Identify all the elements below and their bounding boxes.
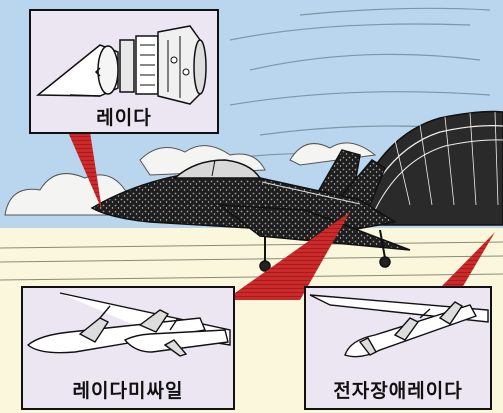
pointer-ecm xyxy=(440,232,495,288)
fighter-jet xyxy=(90,149,411,272)
pointer-missile xyxy=(225,212,350,300)
missile-drawing xyxy=(26,292,231,357)
pointer-radar xyxy=(68,132,102,210)
radar-nose-drawing xyxy=(35,25,207,105)
label-radar: 레이다 xyxy=(96,107,152,129)
label-radar-missile: 레이다미싸일 xyxy=(72,380,184,402)
ecm-pod-drawing xyxy=(309,294,489,358)
label-ecm-radar: 전자장애레이다 xyxy=(333,380,463,402)
runway-lines xyxy=(0,241,503,281)
